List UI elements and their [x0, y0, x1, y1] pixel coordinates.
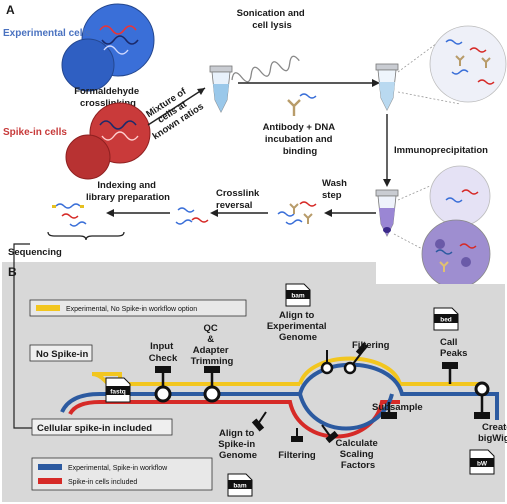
arrow-lysis-to-ip-head	[372, 79, 380, 87]
sequencing-brace	[47, 231, 125, 241]
sequencing-label: Sequencing	[8, 247, 62, 258]
tube-1-icon	[209, 65, 233, 113]
bw-file-icon: bW	[469, 449, 495, 475]
legend-red-swatch	[38, 478, 62, 484]
station-input-check	[154, 366, 172, 403]
legend-yellow-swatch	[36, 305, 60, 311]
track-blue	[60, 362, 499, 420]
panel-b-letter: B	[8, 265, 17, 279]
tube-2-icon	[375, 63, 399, 111]
qc-label: QC & Adapter Trimming	[191, 323, 234, 367]
filtering-bottom-label: Filtering	[278, 450, 316, 461]
station-filtering-top	[343, 342, 369, 375]
legend-blue-swatch	[38, 464, 62, 470]
station-call-peaks	[442, 362, 458, 384]
track-blue-loop	[298, 393, 394, 431]
filtering-top-label: Filtering	[352, 340, 390, 351]
svg-text:bam: bam	[233, 483, 247, 490]
formaldehyde-label: Formaldehyde crosslinking	[74, 86, 142, 109]
mixture-arrow	[147, 87, 206, 126]
bam-bottom-file-icon: bam	[227, 473, 253, 497]
experimental-cells-icon	[61, 3, 155, 92]
mixture-arrowhead	[197, 88, 205, 95]
station-subsample	[381, 402, 397, 419]
fastq-file-icon: fastq	[105, 377, 131, 403]
subsample-label: Subsample	[372, 402, 423, 413]
cellular-spike-in-box	[31, 418, 173, 436]
sequencing-to-pipeline-line	[13, 243, 36, 429]
sonication-wave-icon	[231, 55, 300, 83]
scaling-label: Calculate Scaling Factors	[336, 438, 381, 471]
legend-red-label: Spike-in cells included	[68, 479, 137, 486]
svg-text:bam: bam	[291, 293, 305, 300]
spike-in-cells-label: Spike-in cells	[3, 127, 67, 138]
no-spike-in-box	[29, 344, 93, 362]
svg-text:fastq: fastq	[110, 389, 126, 396]
wash-label: Wash step	[322, 178, 350, 201]
input-check-label: Input Check	[149, 341, 178, 364]
svg-text:bW: bW	[477, 461, 488, 468]
svg-text:bed: bed	[440, 317, 452, 324]
bam-top-file-icon: bam	[285, 283, 311, 307]
legend-bottom-box	[31, 457, 213, 491]
released-dna-icon	[175, 207, 209, 225]
crosslink-reversal-label: Crosslink reversal	[216, 188, 262, 211]
indexing-label: Indexing and library preparation	[86, 180, 170, 203]
legend-top-label: Experimental, No Spike-in workflow optio…	[66, 306, 197, 313]
station-filtering-bottom	[291, 428, 303, 442]
washed-complex-icon	[277, 201, 317, 225]
antibody-label: Antibody + DNA incubation and binding	[263, 122, 338, 157]
immunoprecipitation-label: Immunoprecipitation	[394, 145, 488, 156]
align-exp-label: Align to Experimental Genome	[267, 310, 329, 343]
antibody-icon	[287, 93, 317, 116]
station-qc	[203, 366, 221, 403]
cellular-spike-in-label: Cellular spike-in included	[37, 423, 152, 434]
legend-blue-label: Experimental, Spike-in workflow	[68, 465, 168, 472]
panel-a-letter: A	[6, 3, 15, 17]
experimental-cells-label: Experimental cells	[3, 28, 91, 39]
arrow-indexing-head	[106, 209, 114, 217]
tube-3-icon	[375, 189, 399, 237]
sonication-label: Sonication and cell lysis	[237, 8, 308, 31]
bead-zoom-icon	[393, 219, 491, 289]
create-bigwigs-label: Create bigWigs	[478, 422, 507, 444]
lysate-zoom-icon	[397, 25, 507, 105]
align-spike-label: Align to Spike-in Genome	[218, 428, 258, 461]
supernatant-zoom-icon	[397, 165, 491, 227]
station-align-exp	[320, 350, 334, 375]
legend-top-box	[29, 299, 247, 317]
arrow-reversal-head	[210, 209, 218, 217]
station-align-spike	[251, 411, 267, 432]
arrow-wash-head	[324, 209, 332, 217]
call-peaks-label: Call Peaks	[440, 337, 467, 359]
station-scaling	[321, 424, 339, 444]
arrow-ip-down-head	[383, 179, 391, 187]
library-fragments-icon	[52, 203, 87, 227]
spike-in-cells-icon	[65, 102, 151, 180]
station-create-bigwigs	[474, 381, 490, 419]
bed-file-icon: bed	[433, 307, 459, 331]
no-spike-in-label: No Spike-in	[36, 349, 88, 360]
